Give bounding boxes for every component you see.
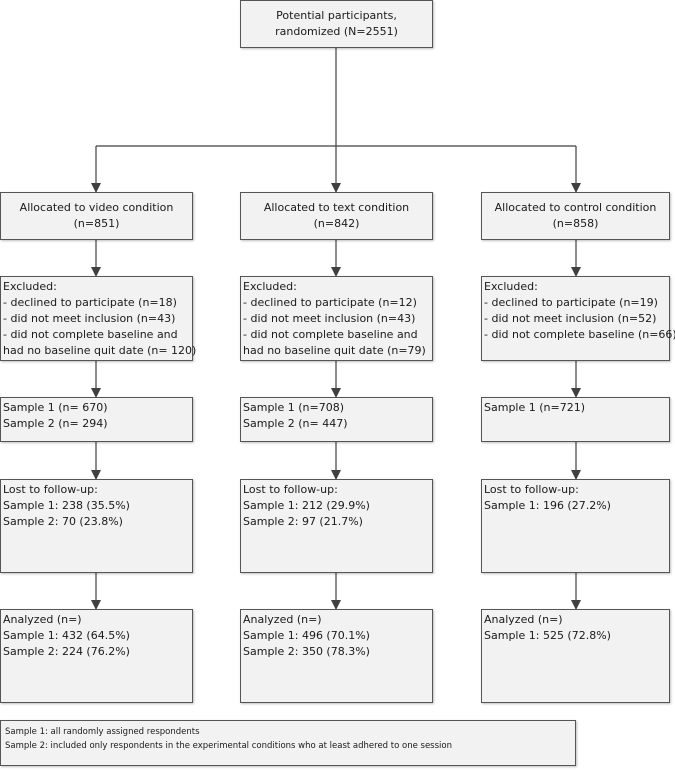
allocated-text-label: Allocated to text condition [263,201,410,214]
sample-text-box: Sample 1 (n=708) Sample 2 (n= 447) [240,397,433,442]
analyzed-control-box: Analyzed (n=) Sample 1: 525 (72.8%) [481,609,670,703]
analyzed-control-line: Analyzed (n=) [484,613,563,626]
excluded-video-line: - declined to participate (n=18) [3,296,177,309]
analyzed-control-line: Sample 1: 525 (72.8%) [484,629,611,642]
excluded-control-line: Excluded: [484,280,538,293]
allocated-video-count: (n=851) [73,217,120,230]
randomized-line-2: randomized (N=2551) [275,25,398,38]
sample-legend: Sample 1: all randomly assigned responde… [0,720,576,766]
excluded-text-line: had no baseline quit date (n=79) [243,344,426,357]
analyzed-text-line: Sample 2: 350 (78.3%) [243,645,370,658]
analyzed-video-box: Analyzed (n=) Sample 1: 432 (64.5%) Samp… [0,609,193,703]
excluded-text-line: - did not meet inclusion (n=43) [243,312,416,325]
randomized-box: Potential participants, randomized (N=25… [240,0,433,48]
excluded-video-box: Excluded: - declined to participate (n=1… [0,276,197,361]
excluded-video-line: had no baseline quit date (n= 120) [3,344,197,357]
legend-sample-1: Sample 1: all randomly assigned responde… [5,727,200,737]
excluded-video-line: Excluded: [3,280,57,293]
lost-video-line: Sample 1: 238 (35.5%) [3,499,130,512]
lost-control-line: Sample 1: 196 (27.2%) [484,499,611,512]
analyzed-video-line: Sample 2: 224 (76.2%) [3,645,130,658]
allocated-video-label: Allocated to video condition [19,201,174,214]
lost-control-box: Lost to follow-up: Sample 1: 196 (27.2%) [481,479,670,573]
lost-video-box: Lost to follow-up: Sample 1: 238 (35.5%)… [0,479,193,573]
excluded-control-line: - declined to participate (n=19) [484,296,658,309]
allocated-text-box: Allocated to text condition (n=842) [240,192,433,240]
excluded-control-box: Excluded: - declined to participate (n=1… [481,276,675,361]
legend-sample-2: Sample 2: included only respondents in t… [5,741,452,751]
lost-control-line: Lost to follow-up: [484,483,579,496]
analyzed-video-line: Analyzed (n=) [3,613,82,626]
analyzed-text-line: Sample 1: 496 (70.1%) [243,629,370,642]
randomized-line-1: Potential participants, [276,9,397,22]
sample-video-line: Sample 1 (n= 670) [3,401,108,414]
allocated-control-label: Allocated to control condition [494,201,657,214]
sample-video-box: Sample 1 (n= 670) Sample 2 (n= 294) [0,397,193,442]
lost-video-line: Lost to follow-up: [3,483,98,496]
allocated-control-box: Allocated to control condition (n=858) [481,192,670,240]
allocated-video-box: Allocated to video condition (n=851) [0,192,193,240]
excluded-text-line: - did not complete baseline and [243,328,418,341]
lost-text-line: Sample 2: 97 (21.7%) [243,515,363,528]
lost-text-line: Sample 1: 212 (29.9%) [243,499,370,512]
sample-text-line: Sample 1 (n=708) [243,401,345,414]
analyzed-video-line: Sample 1: 432 (64.5%) [3,629,130,642]
sample-video-line: Sample 2 (n= 294) [3,417,108,430]
excluded-control-line: - did not meet inclusion (n=52) [484,312,657,325]
analyzed-text-line: Analyzed (n=) [243,613,322,626]
excluded-text-line: - declined to participate (n=12) [243,296,417,309]
excluded-text-box: Excluded: - declined to participate (n=1… [240,276,433,361]
lost-text-line: Lost to follow-up: [243,483,338,496]
lost-text-box: Lost to follow-up: Sample 1: 212 (29.9%)… [240,479,433,573]
excluded-control-line: - did not complete baseline (n=66) [484,328,675,341]
allocated-control-count: (n=858) [552,217,599,230]
allocated-text-count: (n=842) [313,217,360,230]
excluded-video-line: - did not complete baseline and [3,328,178,341]
excluded-video-line: - did not meet inclusion (n=43) [3,312,176,325]
sample-control-line: Sample 1 (n=721) [484,401,586,414]
analyzed-text-box: Analyzed (n=) Sample 1: 496 (70.1%) Samp… [240,609,433,703]
sample-control-box: Sample 1 (n=721) [481,397,670,442]
sample-text-line: Sample 2 (n= 447) [243,417,348,430]
excluded-text-line: Excluded: [243,280,297,293]
lost-video-line: Sample 2: 70 (23.8%) [3,515,123,528]
